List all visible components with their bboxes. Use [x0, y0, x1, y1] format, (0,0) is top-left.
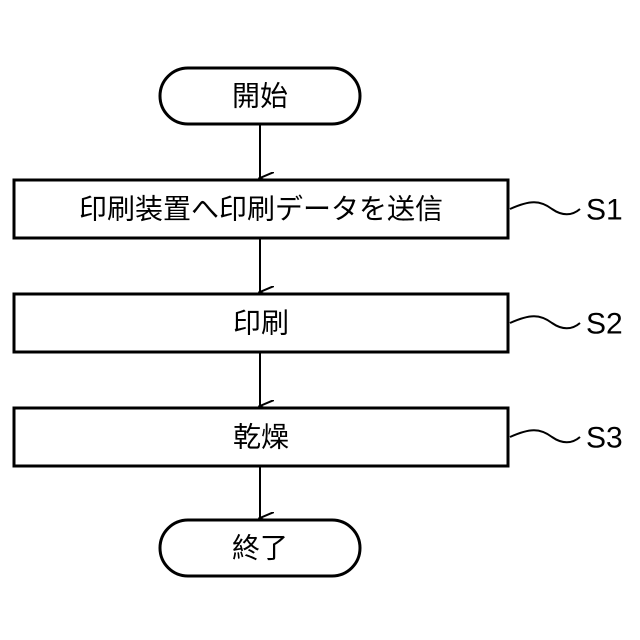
- end-label: 終了: [232, 532, 288, 565]
- start-terminal: 開始: [160, 68, 360, 124]
- leader-line-s2: [510, 316, 580, 328]
- process-box-s2: 印刷: [14, 294, 508, 352]
- process-box-s1: 印刷装置へ印刷データを送信: [14, 180, 508, 238]
- leader-line-s1: [510, 202, 580, 214]
- end-terminal: 終了: [160, 520, 360, 576]
- process-label-s3: 乾燥: [233, 421, 289, 454]
- process-label-s2: 印刷: [233, 307, 289, 340]
- leader-line-s3: [510, 430, 580, 442]
- step-id-s2: S2: [586, 308, 623, 341]
- process-box-s3: 乾燥: [14, 408, 508, 466]
- step-id-s3: S3: [586, 422, 623, 455]
- process-label-s1: 印刷装置へ印刷データを送信: [79, 193, 443, 226]
- start-label: 開始: [232, 80, 288, 113]
- step-id-s1: S1: [586, 194, 623, 227]
